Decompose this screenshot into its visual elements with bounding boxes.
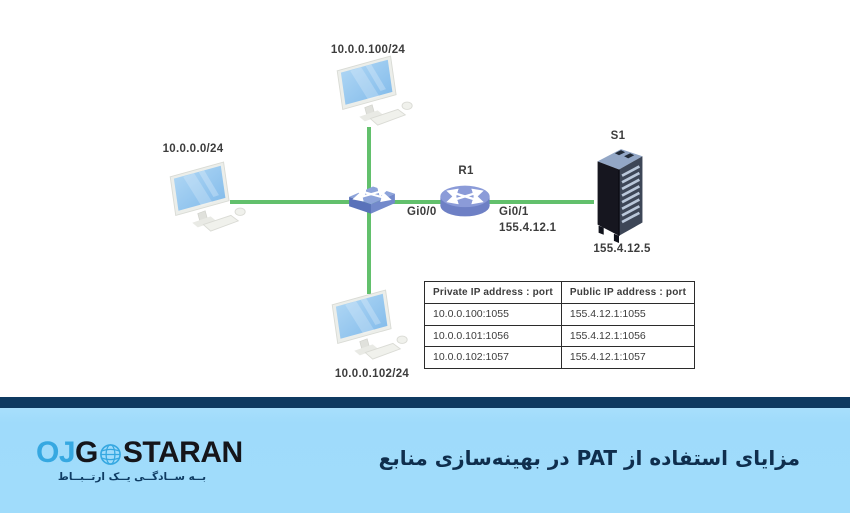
- table-cell: 155.4.12.1:1056: [560, 324, 696, 347]
- footer-divider-bar: [0, 397, 850, 408]
- pc-icon: [161, 158, 253, 236]
- router-interface-gi00-label: Gi0/0: [407, 206, 437, 218]
- table-row: 10.0.0.101:1056 155.4.12.1:1056: [424, 324, 696, 347]
- table-header-row: Private IP address : port Public IP addr…: [424, 281, 696, 304]
- nat-translation-table: Private IP address : port Public IP addr…: [424, 281, 696, 369]
- table-cell: 155.4.12.1:1055: [560, 303, 696, 326]
- router-interface-gi01-label: Gi0/1: [499, 206, 529, 218]
- table-row: 10.0.0.102:1057 155.4.12.1:1057: [424, 346, 696, 369]
- logo-part-blue: OJ: [36, 436, 76, 469]
- server-name-label: S1: [610, 130, 626, 142]
- globe-icon: [99, 443, 122, 466]
- table-cell: 10.0.0.101:1056: [424, 324, 562, 347]
- ethernet-link-horizontal: [230, 200, 594, 204]
- pc-top-label: 10.0.0.100/24: [330, 44, 406, 56]
- server-ip-label: 155.4.12.5: [593, 243, 651, 255]
- table-cell: 10.0.0.100:1055: [424, 303, 562, 326]
- infographic-title: مزایای استفاده از PAT در بهینه‌سازی مناب…: [378, 446, 800, 470]
- server-rack-icon: [590, 142, 648, 246]
- logo-tagline: بــه ســادگــی یــک ارتــبــاط: [57, 471, 207, 483]
- table-header-cell: Public IP address : port: [560, 281, 696, 304]
- table-row: 10.0.0.100:1055 155.4.12.1:1055: [424, 303, 696, 326]
- router-icon: [438, 180, 492, 221]
- pc-bottom-label: 10.0.0.102/24: [334, 368, 410, 380]
- table-cell: 10.0.0.102:1057: [424, 346, 562, 369]
- table-cell: 155.4.12.1:1057: [560, 346, 696, 369]
- table-header-cell: Private IP address : port: [424, 281, 562, 304]
- pc-icon: [328, 52, 420, 130]
- network-switch-icon: [347, 181, 397, 217]
- pc-left-label: 10.0.0.0/24: [162, 143, 224, 155]
- router-public-ip-label: 155.4.12.1: [499, 222, 557, 234]
- router-name-label: R1: [458, 165, 474, 177]
- pc-icon: [323, 286, 415, 364]
- logo-part-dark: G: [75, 436, 98, 469]
- logo-part-dark: STARAN: [122, 436, 243, 469]
